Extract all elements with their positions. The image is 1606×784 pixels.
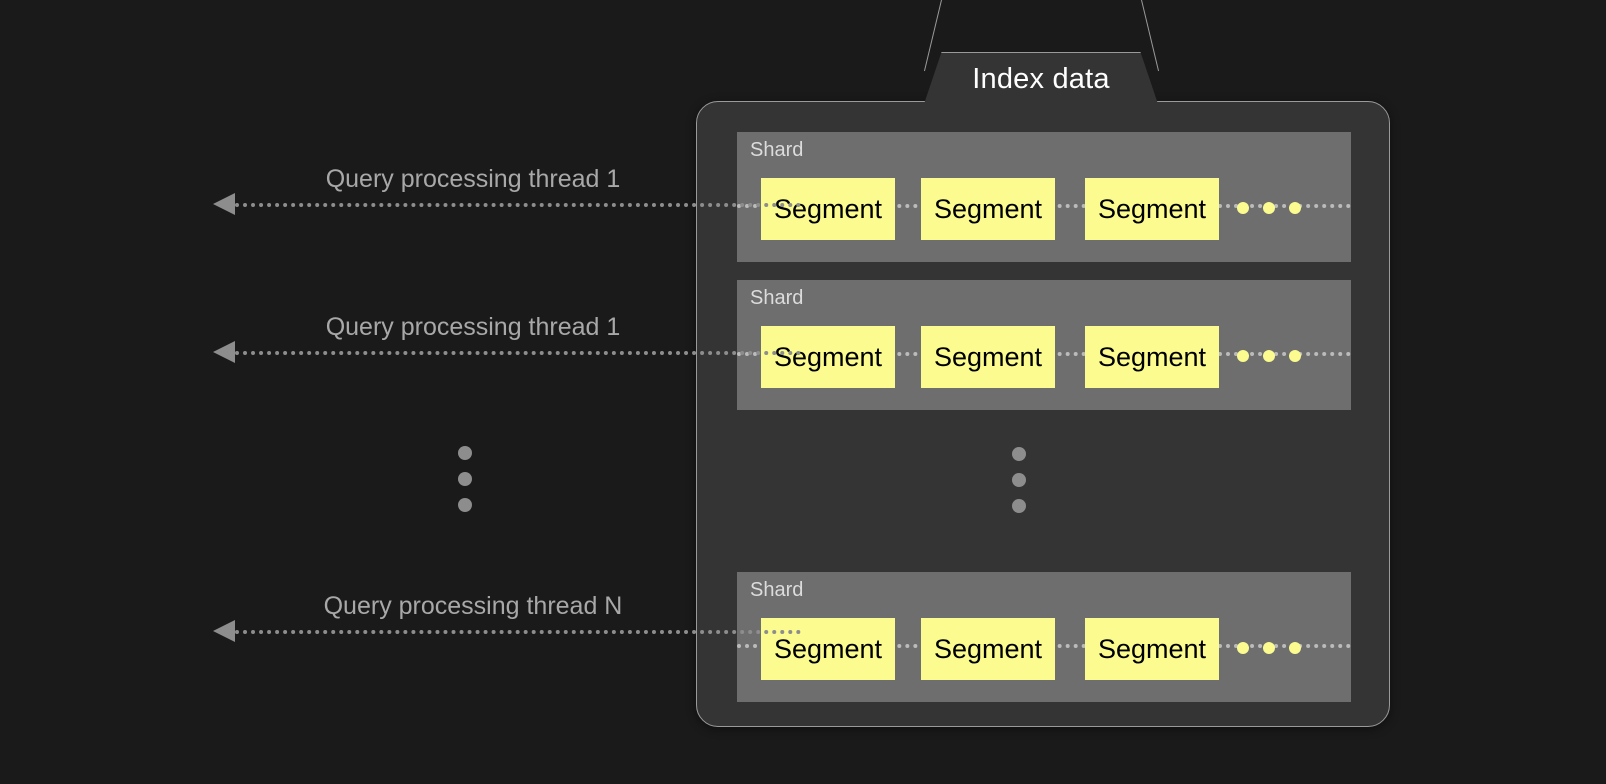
- shard-label: Shard: [750, 579, 804, 601]
- segment-box[interactable]: Segment: [921, 178, 1055, 240]
- segment-box[interactable]: Segment: [921, 326, 1055, 388]
- segment-box[interactable]: Segment: [761, 326, 895, 388]
- segment-box[interactable]: Segment: [761, 618, 895, 680]
- segment-box[interactable]: Segment: [1085, 618, 1219, 680]
- arrow-left-icon: [213, 620, 235, 642]
- segment-ellipsis-icon: [1237, 350, 1307, 362]
- query-thread-line: [235, 203, 801, 207]
- shard-block[interactable]: Shard Segment Segment Segment: [737, 132, 1351, 262]
- segment-box[interactable]: Segment: [1085, 178, 1219, 240]
- segment-box[interactable]: Segment: [1085, 326, 1219, 388]
- index-data-title-tab: Index data: [924, 52, 1158, 104]
- shard-ellipsis-icon: [1012, 447, 1026, 525]
- arrow-left-icon: [213, 193, 235, 215]
- query-thread-row: Query processing thread 1: [213, 313, 801, 373]
- query-thread-label: Query processing thread N: [323, 592, 623, 620]
- segment-box[interactable]: Segment: [921, 618, 1055, 680]
- shard-block[interactable]: Shard Segment Segment Segment: [737, 572, 1351, 702]
- query-thread-ellipsis-icon: [458, 446, 472, 524]
- tab-right-edge: [1141, 0, 1160, 72]
- arrow-left-icon: [213, 341, 235, 363]
- shard-label: Shard: [750, 287, 804, 309]
- segment-ellipsis-icon: [1237, 642, 1307, 654]
- query-thread-row: Query processing thread 1: [213, 165, 801, 225]
- segment-box[interactable]: Segment: [761, 178, 895, 240]
- query-thread-line: [235, 351, 801, 355]
- segment-ellipsis-icon: [1237, 202, 1307, 214]
- query-thread-label: Query processing thread 1: [325, 313, 621, 341]
- query-thread-line: [235, 630, 801, 634]
- shard-label: Shard: [750, 139, 804, 161]
- index-data-panel: Shard Segment Segment Segment Shard Segm…: [696, 101, 1390, 727]
- query-thread-label: Query processing thread 1: [325, 165, 621, 193]
- query-thread-row: Query processing thread N: [213, 592, 801, 652]
- shard-block[interactable]: Shard Segment Segment Segment: [737, 280, 1351, 410]
